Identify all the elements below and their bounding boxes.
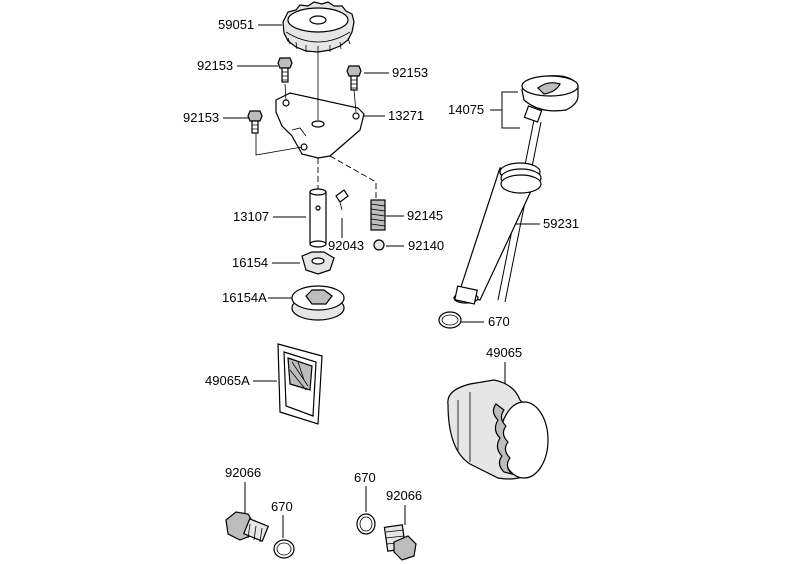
label-13107[interactable]: 13107 — [233, 209, 269, 224]
pin-92043[interactable] — [335, 189, 349, 211]
bolt-92153-top-left[interactable] — [277, 57, 293, 83]
oil-filter-49065[interactable] — [447, 379, 549, 480]
label-92145[interactable]: 92145 — [407, 208, 443, 223]
label-670-bottom-middle[interactable]: 670 — [354, 470, 376, 485]
label-670-right[interactable]: 670 — [488, 314, 510, 329]
gear-59051[interactable] — [282, 1, 355, 53]
label-92153-top-right[interactable]: 92153 — [392, 65, 428, 80]
label-49065a[interactable]: 49065A — [205, 373, 250, 388]
screen-49065a[interactable] — [277, 343, 323, 425]
o-ring-670-bottom-middle-inner — [359, 516, 373, 532]
shaft-13107[interactable] — [309, 188, 327, 248]
label-92140[interactable]: 92140 — [408, 238, 444, 253]
plate-13271[interactable] — [275, 92, 365, 159]
tube-59231[interactable] — [453, 162, 542, 305]
label-92066-left[interactable]: 92066 — [225, 465, 261, 480]
drain-plug-92066-right[interactable] — [383, 524, 417, 561]
label-16154a[interactable]: 16154A — [222, 290, 267, 305]
drain-plug-92066-left[interactable] — [225, 511, 270, 543]
label-49065[interactable]: 49065 — [486, 345, 522, 360]
label-670-bottom-left[interactable]: 670 — [271, 499, 293, 514]
label-59051[interactable]: 59051 — [218, 17, 254, 32]
bolt-92153-left[interactable] — [247, 110, 263, 134]
label-92043[interactable]: 92043 — [328, 238, 364, 253]
o-ring-670-right-inner — [441, 314, 459, 326]
leader-lines — [223, 24, 540, 538]
label-92153-left[interactable]: 92153 — [183, 110, 219, 125]
assembly-guide-lines — [255, 52, 377, 200]
bolt-92153-top-right[interactable] — [346, 65, 362, 91]
label-92066-right[interactable]: 92066 — [386, 488, 422, 503]
label-59231[interactable]: 59231 — [543, 216, 579, 231]
label-13271[interactable]: 13271 — [388, 108, 424, 123]
label-14075[interactable]: 14075 — [448, 102, 484, 117]
label-16154[interactable]: 16154 — [232, 255, 268, 270]
ball-92140[interactable] — [373, 239, 385, 251]
spring-92145[interactable] — [370, 199, 386, 231]
outer-rotor-16154a[interactable] — [291, 285, 345, 321]
inner-rotor-16154[interactable] — [301, 251, 335, 275]
dipstick-14075[interactable] — [497, 75, 579, 303]
label-92153-top-left[interactable]: 92153 — [197, 58, 233, 73]
o-ring-670-bottom-left-inner — [276, 542, 292, 556]
